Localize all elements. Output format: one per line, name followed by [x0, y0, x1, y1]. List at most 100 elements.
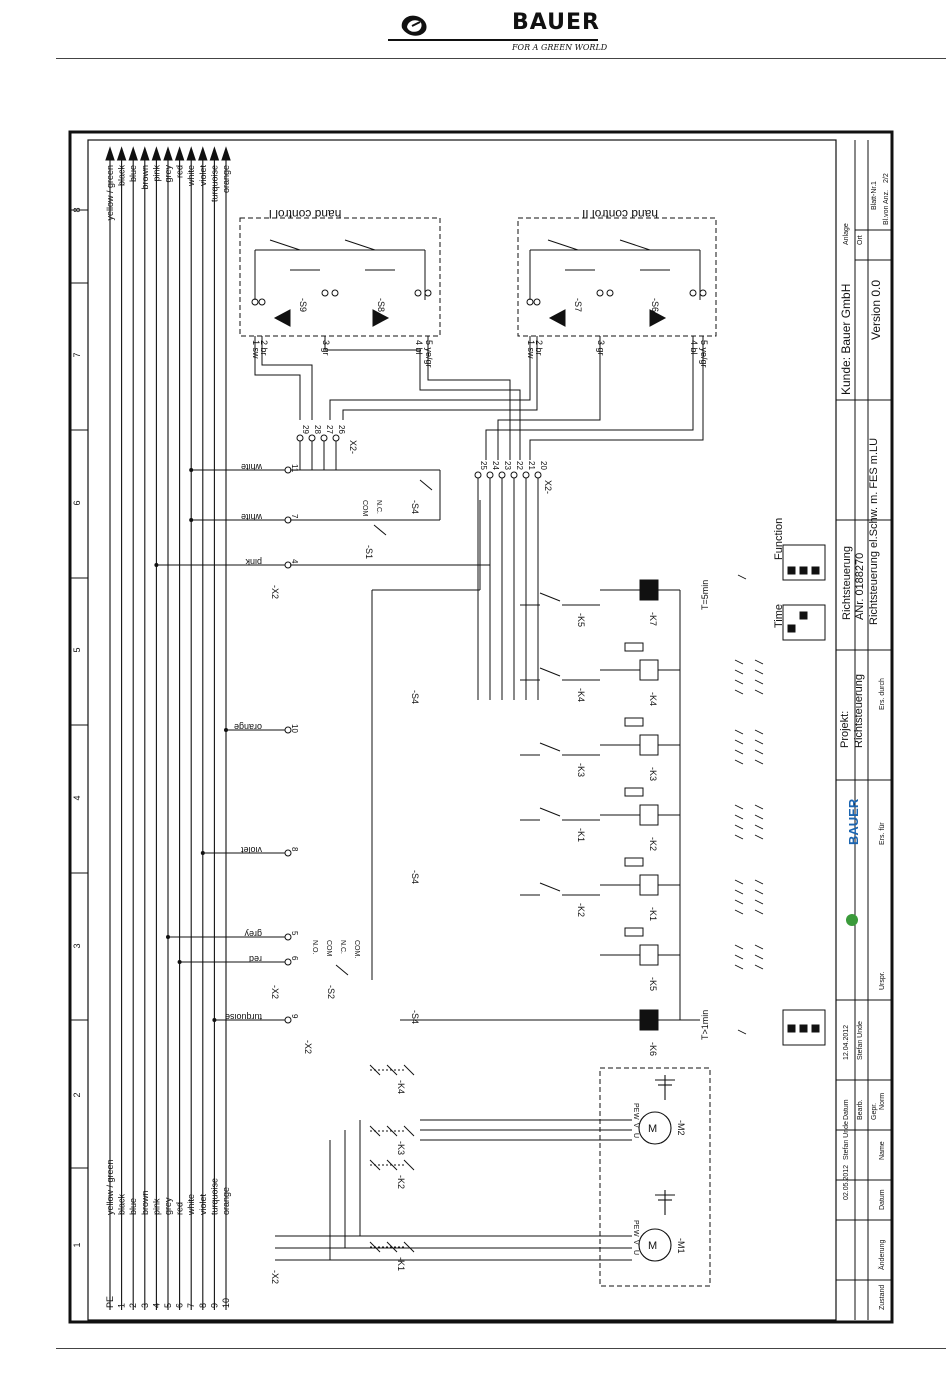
terminal-pin — [498, 471, 506, 479]
power-contact-blade — [403, 1064, 415, 1076]
x2-pin-color-label: violet — [240, 845, 262, 855]
hand-control-terminal-label: 2 br — [534, 340, 544, 356]
x2-pin-color-label: orange — [234, 722, 262, 732]
bus-wire-number: 7 — [186, 1303, 196, 1308]
hand-control-terminal-label: 4 bl — [414, 340, 424, 355]
terminal-pin-label: 23 — [503, 461, 512, 470]
x2-pin — [284, 1016, 292, 1024]
bus-wire-label-top: violet — [198, 165, 208, 187]
function-time-diagrams — [782, 544, 826, 1046]
grid-column-label: 4 — [72, 795, 82, 800]
relay-coil — [639, 579, 659, 601]
relay-capacitor — [624, 642, 644, 652]
relay-contact-blade — [539, 742, 561, 752]
x2-pin — [284, 958, 292, 966]
terminal-pin-label: 29 — [301, 425, 310, 434]
bauer-leaf-logo-icon — [401, 15, 427, 36]
brand-name: BAUER — [512, 10, 600, 35]
bus-wire-label-top: brown — [140, 165, 150, 190]
relay-contact-blade — [539, 882, 561, 892]
switch-s2-terminal-label: COM. — [353, 940, 360, 958]
function-label: Function — [773, 518, 785, 560]
col-zustand: Zustand — [879, 1285, 886, 1310]
relay-coil-label: -K2 — [648, 837, 658, 851]
switch-label: -S2 — [326, 985, 336, 999]
x2-pin-color-label: grey — [244, 929, 262, 939]
date-1: 02.05.2012 — [843, 1165, 850, 1200]
bus-wire-number: 10 — [221, 1298, 231, 1308]
hand-control-terminal-label: 1 sw — [526, 340, 536, 359]
date-2: 12.04.2012 — [843, 1025, 850, 1060]
hand-control-1-switches — [251, 239, 432, 327]
junction-dot — [189, 468, 194, 472]
terminal-pin-label: 24 — [491, 461, 500, 470]
blatt-nr-label: Blatt-Nr. — [871, 185, 878, 210]
switch-s1-terminal-label: COM — [361, 500, 368, 517]
relay-contacts: -K5-K3-K4-K1-K2-S1-S4-S2-S4-S4-S4N.O.COM… — [311, 479, 600, 1024]
hand-control-terminal-label: 5 ye/gr — [699, 340, 709, 368]
grid-column-label: 8 — [72, 207, 82, 212]
bus-wire-label-top: black — [117, 165, 127, 187]
title-line-2: ANr. 0188270 — [854, 553, 866, 620]
terminal-pin — [474, 471, 482, 479]
x2-pin-color-label: white — [241, 462, 263, 472]
wire-bus — [105, 146, 231, 1310]
relay-contact-label: -K4 — [576, 688, 586, 702]
brand-underline — [388, 39, 598, 41]
relay-capacitor — [624, 857, 644, 867]
relay-coil — [639, 734, 659, 756]
name-2: Stefan Unde — [857, 1021, 864, 1060]
x2-pin-number: 11 — [290, 464, 299, 473]
bus-arrow-up-icon — [140, 146, 150, 161]
hand-control-terminal-label: 5 ye/gr — [424, 340, 434, 368]
relay-coil — [639, 874, 659, 896]
x2-pin-number: 10 — [290, 724, 299, 733]
bus-wire-number: PE — [105, 1296, 115, 1308]
hand-control-2-title: hand control II — [582, 207, 658, 221]
junction-dot — [189, 518, 194, 522]
junction-dot — [166, 935, 170, 939]
bus-wire-label-bottom: pink — [151, 1198, 161, 1215]
bus-wire-label-top: white — [186, 165, 196, 187]
bus-wire-label-top: pink — [151, 165, 161, 182]
switch-s9-label: -S9 — [298, 298, 308, 312]
x2-pin-number: 5 — [290, 931, 299, 936]
x2-pin — [284, 466, 292, 474]
motor-m1-phase-label: W — [632, 1230, 639, 1237]
x2-pin-number: 4 — [290, 559, 299, 564]
col-norm: Norm — [879, 1093, 886, 1110]
x2-pin-color-label: pink — [245, 557, 262, 567]
motor-m2-label: -M2 — [676, 1120, 686, 1136]
relay-capacitor — [624, 787, 644, 797]
hand-control-2-box — [517, 217, 717, 337]
relay-coil-label: -K4 — [648, 692, 658, 706]
relay-coil — [639, 659, 659, 681]
terminal-pin-label: 20 — [539, 461, 548, 470]
switch-label: -S1 — [364, 545, 374, 559]
x2-pin-color-label: red — [249, 954, 262, 964]
urspr-label: Urspr. — [879, 971, 886, 990]
drawing-border — [87, 139, 837, 1321]
bus-wire-number: 8 — [198, 1303, 208, 1308]
hand-control-wiring — [254, 336, 704, 460]
bus-wire-label-bottom: orange — [221, 1187, 231, 1215]
x2-pin-number: 8 — [290, 847, 299, 852]
relay-contact-label: -K2 — [576, 903, 586, 917]
title-block-logo-text: BAUER — [846, 798, 861, 845]
x2-pin-color-label: white — [241, 512, 263, 522]
hand-control-terminal-label: 4 bl — [689, 340, 699, 355]
bus-wire-label-bottom: yellow / green — [105, 1159, 115, 1215]
hand-control-terminal-label: 2 br — [259, 340, 269, 356]
grid-column-label: 5 — [72, 647, 82, 652]
terminal-block-lower-label: X2- — [543, 480, 553, 494]
switch-s2-terminal-label: N.C. — [339, 940, 346, 954]
x2-pin — [284, 561, 292, 569]
switch-blade — [335, 964, 349, 976]
